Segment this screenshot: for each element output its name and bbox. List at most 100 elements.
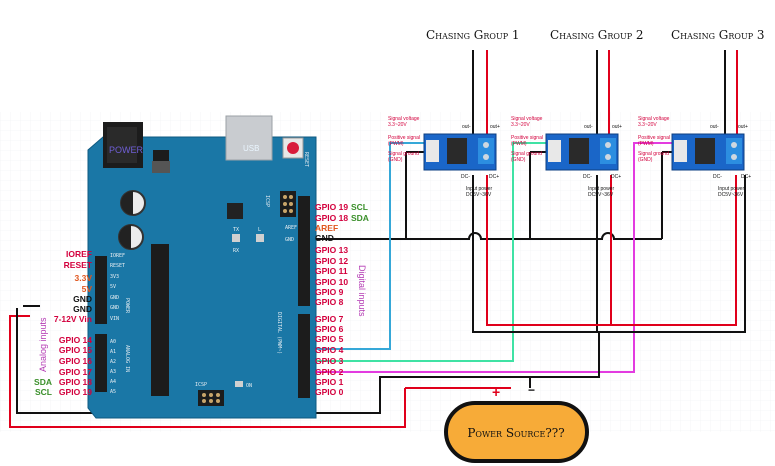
a5-silk: A5 bbox=[110, 389, 116, 395]
icsp2-silk: ICSP bbox=[195, 382, 207, 388]
power-header bbox=[95, 256, 107, 324]
group2-header: Chasing Group 2 bbox=[550, 28, 644, 42]
power-jack-label: POWER bbox=[109, 145, 144, 155]
3v3-label: 3.3V bbox=[75, 273, 93, 283]
usb-label: USB bbox=[243, 144, 259, 153]
m1-gnd: (GND) bbox=[388, 157, 403, 163]
gpio14-label: GPIO 14 bbox=[59, 335, 92, 345]
gpio19-label: GPIO 19 bbox=[59, 387, 92, 397]
m1-out-plus: out+ bbox=[490, 124, 500, 130]
gpio13-label: GPIO 13 bbox=[315, 245, 348, 255]
gpio19-right-label: GPIO 19 bbox=[315, 202, 348, 212]
sda-left-label: SDA bbox=[34, 377, 52, 387]
m3-gnd: (GND) bbox=[638, 157, 653, 163]
m1-signal-voltage: Signal voltage bbox=[388, 116, 420, 122]
scl-right-label: SCL bbox=[351, 202, 368, 212]
gpio10-label: GPIO 10 bbox=[315, 277, 348, 287]
sda-right-label: SDA bbox=[351, 213, 369, 223]
m2-out-minus: out- bbox=[584, 124, 593, 130]
on-silk: ON bbox=[246, 383, 252, 389]
vin-silk: VIN bbox=[110, 316, 119, 322]
m1-input-range: DC5V~36V bbox=[466, 192, 492, 198]
m1-pwm: (PWM) bbox=[388, 141, 404, 147]
gpio8-label: GPIO 8 bbox=[315, 297, 344, 307]
icsp2-header bbox=[198, 390, 224, 406]
group3-header: Chasing Group 3 bbox=[671, 28, 765, 42]
gpio16-label: GPIO 16 bbox=[59, 356, 92, 366]
m2-gnd: (GND) bbox=[511, 157, 526, 163]
power-plus-sign: + bbox=[492, 384, 500, 400]
m3-positive-signal: Positive signal bbox=[638, 135, 670, 141]
gpio15-label: GPIO 15 bbox=[59, 345, 92, 355]
5v-silk: 5V bbox=[110, 284, 116, 290]
m3-pwm: (PWM) bbox=[638, 141, 654, 147]
a3-silk: A3 bbox=[110, 369, 116, 375]
left-pin-labels: IOREF RESET 3.3V 5V GND GND 7-12V Vin GP… bbox=[34, 249, 93, 397]
m2-signal-ground: Signal ground bbox=[511, 151, 542, 157]
gpio11-label: GPIO 11 bbox=[315, 266, 348, 276]
gnd-silk: GND bbox=[285, 237, 294, 243]
group1-header: Chasing Group 1 bbox=[426, 28, 520, 42]
gnd2-silk: GND bbox=[110, 295, 119, 301]
voltage-regulator bbox=[152, 161, 170, 173]
tx-silk: TX bbox=[233, 227, 239, 233]
wires bbox=[9, 50, 746, 428]
m3-input-power: Input power bbox=[718, 186, 744, 192]
a2-silk: A2 bbox=[110, 359, 116, 365]
gpio17-label: GPIO 17 bbox=[59, 367, 92, 377]
m2-dc-plus: DC+ bbox=[611, 174, 621, 180]
gnd-right-label: GND bbox=[315, 233, 334, 243]
m1-sv-range: 3.3~20V bbox=[388, 122, 407, 128]
gpio12-label: GPIO 12 bbox=[315, 256, 348, 266]
a1-silk: A1 bbox=[110, 349, 116, 355]
m2-pwm: (PWM) bbox=[511, 141, 527, 147]
gpio1-label: GPIO 1 bbox=[315, 377, 344, 387]
m3-signal-voltage: Signal voltage bbox=[638, 116, 670, 122]
ioref-silk: IOREF bbox=[110, 253, 125, 259]
m3-signal-ground: Signal ground bbox=[638, 151, 669, 157]
m3-dc-minus: DC- bbox=[713, 174, 722, 180]
reset-label: RESET bbox=[64, 260, 93, 270]
m1-dc-minus: DC- bbox=[461, 174, 470, 180]
gpio3-label: GPIO 3 bbox=[315, 356, 344, 366]
m1-dc-plus: DC+ bbox=[489, 174, 499, 180]
m2-dc-minus: DC- bbox=[583, 174, 592, 180]
usb-port bbox=[225, 115, 273, 161]
gnd1-label: GND bbox=[73, 294, 92, 304]
l-silk: L bbox=[258, 227, 261, 233]
reset-silk: RESET bbox=[303, 152, 309, 167]
m2-sv-range: 3.3~20V bbox=[511, 122, 530, 128]
m2-out-plus: out+ bbox=[612, 124, 622, 130]
analog-header bbox=[95, 334, 107, 392]
aref-label: AREF bbox=[315, 223, 338, 233]
m3-sv-range: 3.3~20V bbox=[638, 122, 657, 128]
m3-input-range: DC5V~36V bbox=[718, 192, 744, 198]
gnd2-label: GND bbox=[73, 304, 92, 314]
rx-silk: RX bbox=[233, 248, 239, 254]
3v3-silk: 3V3 bbox=[110, 274, 119, 280]
analog-inputs-label: Analog inputs bbox=[38, 317, 48, 372]
gpio4-label: GPIO 4 bbox=[315, 345, 344, 355]
m1-input-power: Input power bbox=[466, 186, 492, 192]
mosfet-module-2: Signal voltage 3.3~20V Positive signal (… bbox=[511, 116, 622, 198]
reset2-silk: RESET bbox=[110, 263, 125, 269]
gpio0-label: GPIO 0 bbox=[315, 387, 344, 397]
digital-inputs-label: Digital inputs bbox=[357, 265, 367, 317]
m2-input-power: Input power bbox=[588, 186, 614, 192]
digital-header-lower bbox=[298, 314, 310, 398]
gpio18-right-label: GPIO 18 bbox=[315, 213, 348, 223]
power-source-label: Power Source??? bbox=[467, 426, 564, 440]
gpio6-label: GPIO 6 bbox=[315, 324, 344, 334]
power-silk: POWER bbox=[124, 298, 130, 314]
m3-dc-plus: DC+ bbox=[741, 174, 751, 180]
gpio18-label: GPIO 18 bbox=[59, 377, 92, 387]
scl-left-label: SCL bbox=[35, 387, 52, 397]
gpio2-label: GPIO 2 bbox=[315, 367, 344, 377]
mosfet-module-1: Signal voltage 3.3~20V Positive signal (… bbox=[388, 116, 500, 198]
vin-label: 7-12V Vin bbox=[54, 314, 92, 324]
microcontroller bbox=[151, 244, 169, 396]
analog-in-silk: ANALOG IN bbox=[124, 345, 130, 372]
m1-positive-signal: Positive signal bbox=[388, 135, 420, 141]
digital-header-upper bbox=[298, 196, 310, 306]
